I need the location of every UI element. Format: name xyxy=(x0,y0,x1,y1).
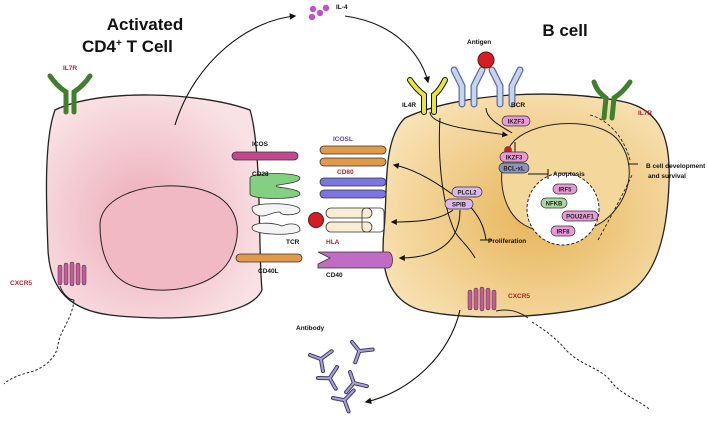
proliferation-label: Proliferation xyxy=(488,238,526,245)
bcr-to-ikzf3-arrow xyxy=(485,107,513,134)
hla-molecule xyxy=(325,207,385,233)
cxcr5-left-label: CXCR5 xyxy=(10,280,32,287)
t-cell-tail xyxy=(3,299,75,385)
bcr-receptor xyxy=(450,66,524,108)
cd40-receptor xyxy=(317,251,393,269)
tcr-antigen xyxy=(308,212,324,228)
il4r-to-ikzf3-arrow xyxy=(429,111,509,138)
ikzf3-top-pill: IKZF3 xyxy=(501,115,531,127)
tcr-receptor xyxy=(251,203,301,235)
spib-pill: SPIB xyxy=(444,198,474,210)
cxcr5-left-receptor xyxy=(57,261,87,301)
irf8-pill: IRF8 xyxy=(550,225,576,237)
spib-to-hla-arrow xyxy=(390,209,454,225)
cd40l-bar xyxy=(235,253,303,263)
b-dev-dashed-link xyxy=(589,114,633,241)
il7r-right-receptor xyxy=(591,79,633,121)
ikzf3-mid-pill: IKZF3 xyxy=(499,151,529,163)
svg-text:BCL-xL: BCL-xL xyxy=(503,167,525,173)
spib-to-cd40-arrow xyxy=(398,209,461,261)
antibody-group xyxy=(308,340,375,414)
svg-text:IRF8: IRF8 xyxy=(556,230,570,236)
t-cell-nucleus xyxy=(99,185,238,291)
cd40l-label: CD40L xyxy=(258,268,279,275)
b-dev-label-line2: and survival xyxy=(648,173,686,180)
cd80-bar-bottom xyxy=(319,189,387,199)
il4r-label: IL4R xyxy=(402,102,416,109)
il4-label: IL-4 xyxy=(336,4,348,11)
svg-text:IKZF3: IKZF3 xyxy=(508,120,525,126)
b-dev-label-line1: B cell development xyxy=(646,163,706,170)
icosl-label: ICOSL xyxy=(333,136,353,143)
cd80-label: CD80 xyxy=(337,169,354,176)
irf5-pill: IRF5 xyxy=(552,183,578,195)
icos-bar xyxy=(231,151,299,161)
il4-binding-arrow xyxy=(344,15,430,84)
tcr-label: TCR xyxy=(286,239,300,246)
il4-secretion-arrow xyxy=(174,13,297,126)
antigen-label: Antigen xyxy=(467,39,491,46)
icos-label: ICOS xyxy=(252,141,269,148)
b-cell-title: B cell xyxy=(542,21,587,40)
svg-text:IRF5: IRF5 xyxy=(558,188,572,194)
nfkb-pill: NFKB xyxy=(540,197,568,209)
apoptosis-label: Apoptosis xyxy=(553,171,585,178)
transcription-factor-cluster xyxy=(526,172,600,246)
hla-label: HLA xyxy=(326,239,340,246)
icosl-bar-bottom xyxy=(319,157,387,167)
antibody-label: Antibody xyxy=(296,325,325,332)
svg-text:SPIB: SPIB xyxy=(452,203,467,209)
svg-text:IKZF3: IKZF3 xyxy=(506,156,523,162)
t-cell-title-line2: CD4+ T Cell xyxy=(82,37,173,56)
svg-text:POU2AF1: POU2AF1 xyxy=(566,215,594,221)
apoptosis-inhibit xyxy=(528,169,549,179)
cd28-label: CD28 xyxy=(252,171,269,178)
cd80-bar-top xyxy=(319,177,387,187)
antibody-secretion-arrow xyxy=(364,309,461,405)
il7r-right-label: IL7R xyxy=(638,110,652,117)
spib-to-icosl-arrow xyxy=(392,162,453,195)
antigen-molecule xyxy=(477,51,495,69)
il4-cytokine xyxy=(308,4,330,21)
t-cell-title-line1: Activated xyxy=(107,15,184,34)
plcl2-pill: PLCL2 xyxy=(451,186,483,198)
il7r-left-label: IL7R xyxy=(63,65,77,72)
cd40-signal-arrow xyxy=(438,117,476,259)
bclxl-pill: BCL-xL xyxy=(498,162,530,174)
b-cell-tail xyxy=(531,321,651,411)
icosl-bar-top xyxy=(319,145,387,155)
pou2af1-pill: POU2AF1 xyxy=(561,210,599,222)
cd28-receptor xyxy=(249,173,301,199)
il7r-left-receptor xyxy=(47,73,93,115)
cd40-label: CD40 xyxy=(326,272,343,279)
svg-text:PLCL2: PLCL2 xyxy=(457,191,477,197)
bcr-label: BCR xyxy=(511,102,525,109)
cxcr5-right-label: CXCR5 xyxy=(508,293,530,300)
cxcr5-right-receptor xyxy=(467,286,529,319)
il4r-receptor xyxy=(407,77,448,115)
svg-text:NFKB: NFKB xyxy=(546,202,563,208)
